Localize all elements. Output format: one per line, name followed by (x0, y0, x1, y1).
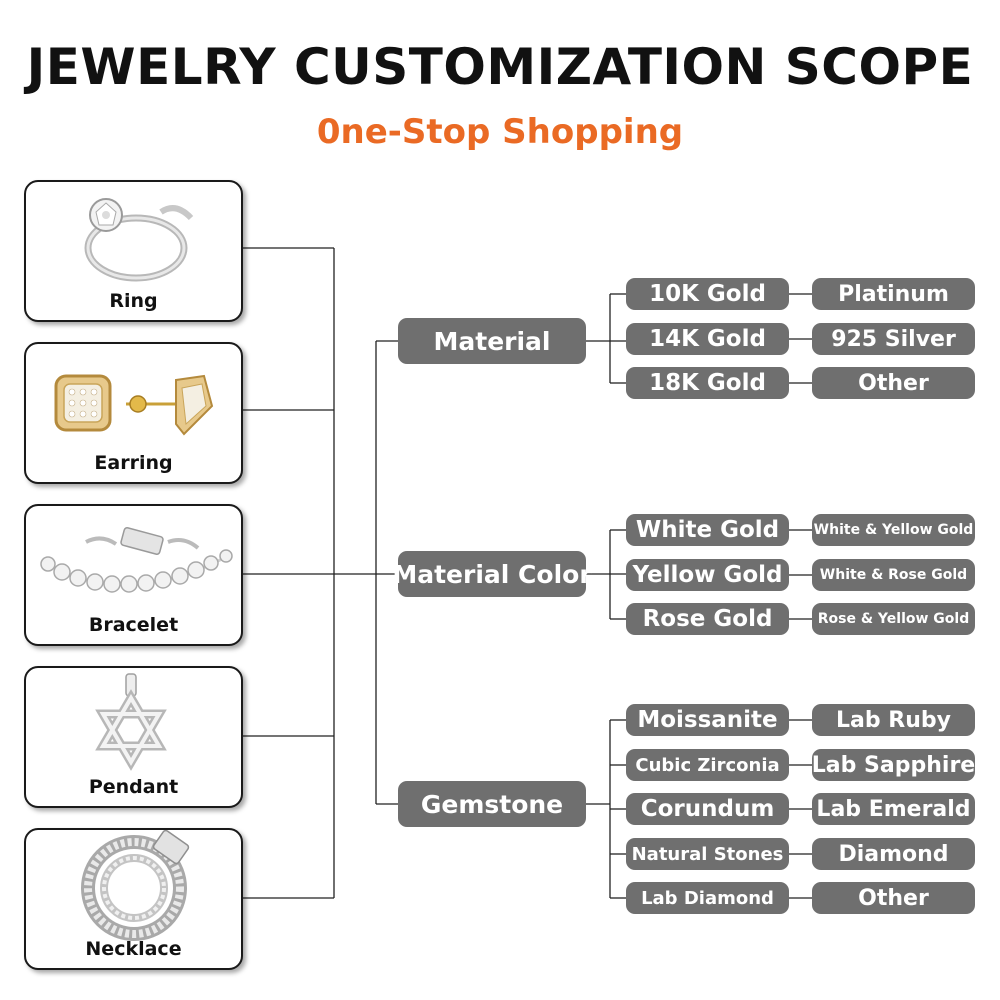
option-cubic-zirconia[interactable]: Cubic Zirconia (626, 749, 789, 781)
option-platinum[interactable]: Platinum (812, 278, 975, 310)
product-card-bracelet[interactable]: Bracelet (24, 504, 243, 646)
necklace-icon (81, 830, 190, 941)
product-card-pendant[interactable]: Pendant (24, 666, 243, 808)
product-card-necklace[interactable]: Necklace (24, 828, 243, 970)
earring-icon (54, 374, 214, 436)
option-moissanite[interactable]: Moissanite (626, 704, 789, 736)
option-10k-gold[interactable]: 10K Gold (626, 278, 789, 310)
bracelet-icon (40, 527, 233, 593)
option-14k-gold[interactable]: 14K Gold (626, 323, 789, 355)
product-card-earring[interactable]: Earring (24, 342, 243, 484)
page-title: JEWELRY CUSTOMIZATION SCOPE (26, 38, 974, 96)
option-lab-emerald[interactable]: Lab Emerald (812, 793, 975, 825)
option-yellow-gold[interactable]: Yellow Gold (626, 559, 789, 591)
category-material-color[interactable]: Material Color (392, 551, 592, 597)
option-lab-sapphire[interactable]: Lab Sapphire (812, 749, 975, 781)
option-white-yellow-gold[interactable]: White & Yellow Gold (812, 514, 975, 546)
product-card-ring[interactable]: Ring (24, 180, 243, 322)
category-gemstone[interactable]: Gemstone (398, 781, 586, 827)
product-label: Ring (109, 290, 158, 312)
option-white-gold[interactable]: White Gold (626, 514, 789, 546)
product-label: Pendant (88, 776, 179, 798)
product-label: Earring (94, 452, 173, 474)
option-18k-gold[interactable]: 18K Gold (626, 367, 789, 399)
product-label: Necklace (85, 938, 182, 960)
pendant-icon (95, 673, 167, 771)
ring-icon (84, 198, 194, 282)
option-white-rose-gold[interactable]: White & Rose Gold (812, 559, 975, 591)
option-925-silver[interactable]: 925 Silver (812, 323, 975, 355)
option-natural-stones[interactable]: Natural Stones (626, 838, 789, 870)
option-rose-yellow-gold[interactable]: Rose & Yellow Gold (812, 603, 975, 635)
option-diamond[interactable]: Diamond (812, 838, 975, 870)
product-label: Bracelet (88, 614, 179, 636)
option-rose-gold[interactable]: Rose Gold (626, 603, 789, 635)
option-corundum[interactable]: Corundum (626, 793, 789, 825)
option-material-other[interactable]: Other (812, 367, 975, 399)
page-subtitle: 0ne-Stop Shopping (316, 112, 684, 152)
option-lab-ruby[interactable]: Lab Ruby (812, 704, 975, 736)
option-gemstone-other[interactable]: Other (812, 882, 975, 914)
option-lab-diamond[interactable]: Lab Diamond (626, 882, 789, 914)
category-material[interactable]: Material (398, 318, 586, 364)
